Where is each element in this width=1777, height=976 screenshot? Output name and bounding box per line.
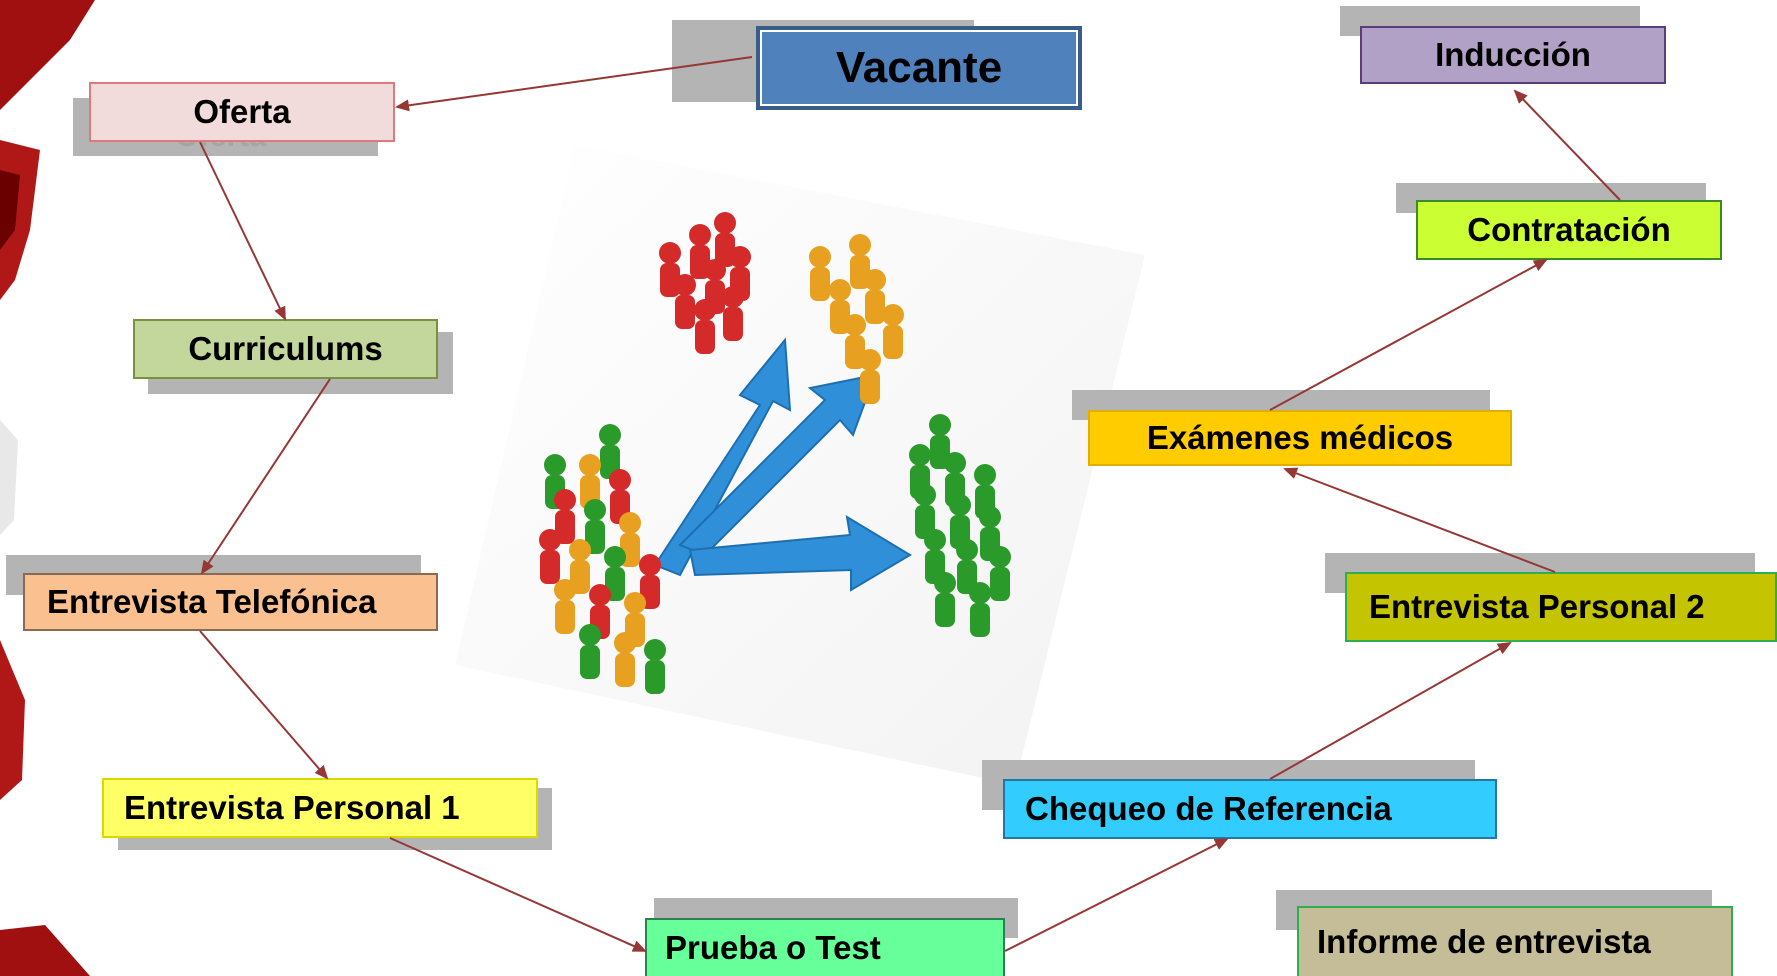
node-chequeo-referencia-label: Chequeo de Referencia [1025, 790, 1392, 827]
node-induccion-label: Inducción [1435, 36, 1591, 73]
node-entrevista-personal-2: Entrevista Personal 2 [1345, 572, 1777, 642]
crowd-splitting-arrows-icon [539, 212, 1011, 694]
node-prueba-test-label: Prueba o Test [665, 929, 881, 966]
node-informe-entrevista-label: Informe de entrevista [1317, 923, 1651, 960]
arrow-prueba-test-to-chequeo-referencia [1004, 838, 1229, 952]
node-examenes-medicos: Exámenes médicos [1088, 410, 1512, 466]
decorative-red-shapes [0, 0, 95, 976]
node-oferta: Oferta [89, 82, 395, 142]
node-contratacion-label: Contratación [1467, 211, 1671, 248]
node-contratacion: Contratación [1416, 200, 1722, 260]
node-vacante-label: Vacante [835, 43, 1003, 92]
node-induccion: Inducción [1360, 26, 1666, 84]
arrow-oferta-to-curriculums [199, 141, 286, 321]
node-oferta-label: Oferta [193, 93, 291, 130]
arrow-entrevista-telefonica-to-entrevista-personal-1 [199, 630, 329, 780]
arrow-entrevista-personal-1-to-prueba-test [389, 837, 647, 952]
node-entrevista-telefonica-label: Entrevista Telefónica [47, 583, 377, 620]
node-entrevista-personal-1-label: Entrevista Personal 1 [124, 789, 460, 826]
node-curriculums: Curriculums [133, 319, 438, 379]
arrow-curriculums-to-entrevista-telefonica [200, 378, 331, 575]
decision-crowd-illustration [455, 145, 1145, 785]
node-chequeo-referencia: Chequeo de Referencia [1003, 779, 1497, 839]
node-entrevista-personal-1: Entrevista Personal 1 [102, 778, 538, 838]
node-entrevista-telefonica: Entrevista Telefónica [23, 573, 438, 631]
node-prueba-test: Prueba o Test [645, 918, 1005, 976]
node-examenes-medicos-label: Exámenes médicos [1146, 419, 1454, 456]
node-vacante: Vacante [756, 26, 1082, 110]
node-entrevista-personal-2-label: Entrevista Personal 2 [1369, 588, 1705, 625]
arrow-examenes-medicos-to-contratacion [1269, 259, 1548, 411]
arrow-chequeo-referencia-to-entrevista-personal-2 [1269, 642, 1512, 780]
node-informe-entrevista: Informe de entrevista [1297, 906, 1733, 976]
node-curriculums-label: Curriculums [188, 330, 383, 367]
